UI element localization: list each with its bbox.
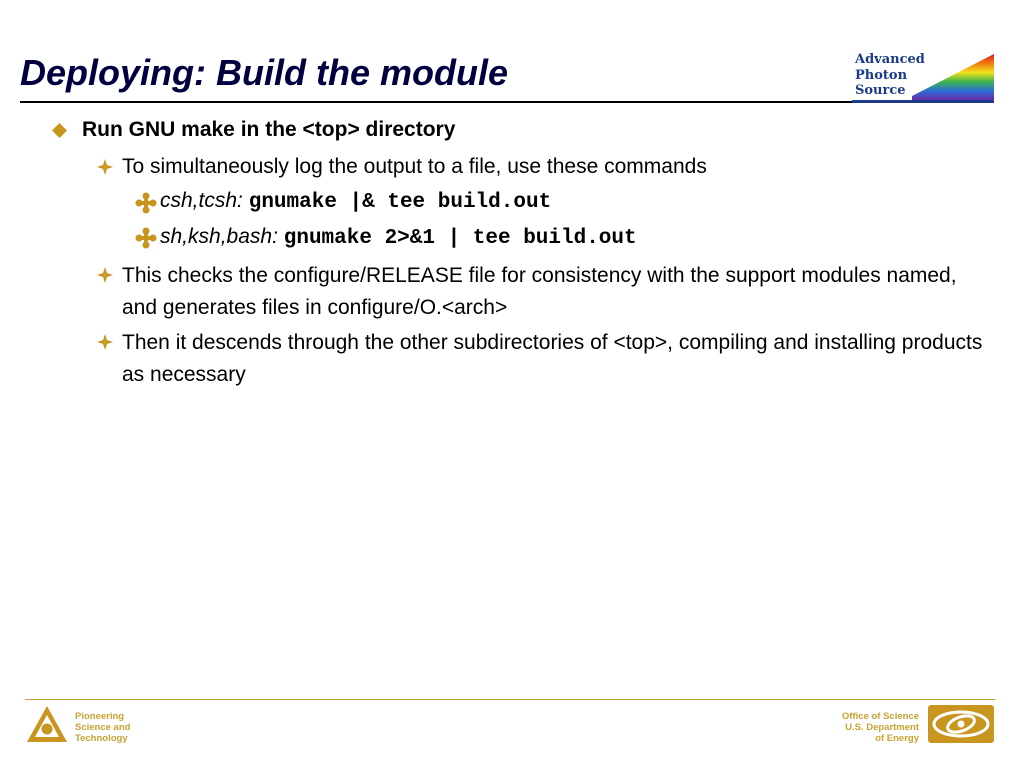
aps-logo-line-3: Source [855, 83, 906, 98]
cross-bullet-icon [135, 227, 157, 249]
rainbow-prism-icon [852, 54, 994, 103]
command-csh-text: gnumake |& tee build.out [248, 191, 552, 214]
page-title: Deploying: Build the module [20, 52, 508, 93]
footer-doe-line: U.S. Department [845, 722, 919, 733]
bullet-release-check: This checks the configure/RELEASE file f… [122, 264, 957, 319]
footer-doe-text: Office of Science U.S. Department of Ene… [780, 711, 919, 744]
command-csh-shell: csh,tcsh: [160, 189, 243, 212]
bullet-log-output: To simultaneously log the output to a fi… [122, 155, 707, 178]
four-point-star-bullet-icon [97, 267, 113, 283]
argonne-logo-icon [27, 706, 67, 742]
footer-doe-line: Office of Science [841, 711, 919, 722]
command-sh-shell: sh,ksh,bash: [160, 225, 278, 248]
aps-logo: Advanced Photon Source [852, 50, 994, 106]
footer-tagline: Pioneering Science and Technology [75, 711, 130, 744]
footer-doe-line: of Energy [875, 733, 919, 744]
four-point-star-bullet-icon [97, 159, 113, 175]
command-sh: sh,ksh,bash: gnumake 2>&1 | tee build.ou… [160, 225, 637, 250]
command-csh: csh,tcsh: gnumake |& tee build.out [160, 189, 551, 214]
command-sh-text: gnumake 2>&1 | tee build.out [283, 227, 637, 250]
four-point-star-bullet-icon [97, 334, 113, 350]
bullet-level1: Run GNU make in the <top> directory [82, 118, 456, 141]
aps-logo-line-1: Advanced [855, 52, 925, 67]
bullet-descend-subdirs: Then it descends through the other subdi… [122, 331, 983, 386]
title-underline [20, 101, 852, 103]
cross-bullet-icon [135, 192, 157, 214]
footer-tagline-line: Pioneering [75, 711, 125, 722]
diamond-bullet-icon [52, 123, 67, 138]
doe-logo-icon [928, 705, 994, 743]
footer-rule [25, 699, 995, 700]
footer-tagline-line: Science and [75, 722, 131, 733]
footer-tagline-line: Technology [75, 733, 128, 744]
aps-logo-line-2: Photon [855, 67, 908, 83]
